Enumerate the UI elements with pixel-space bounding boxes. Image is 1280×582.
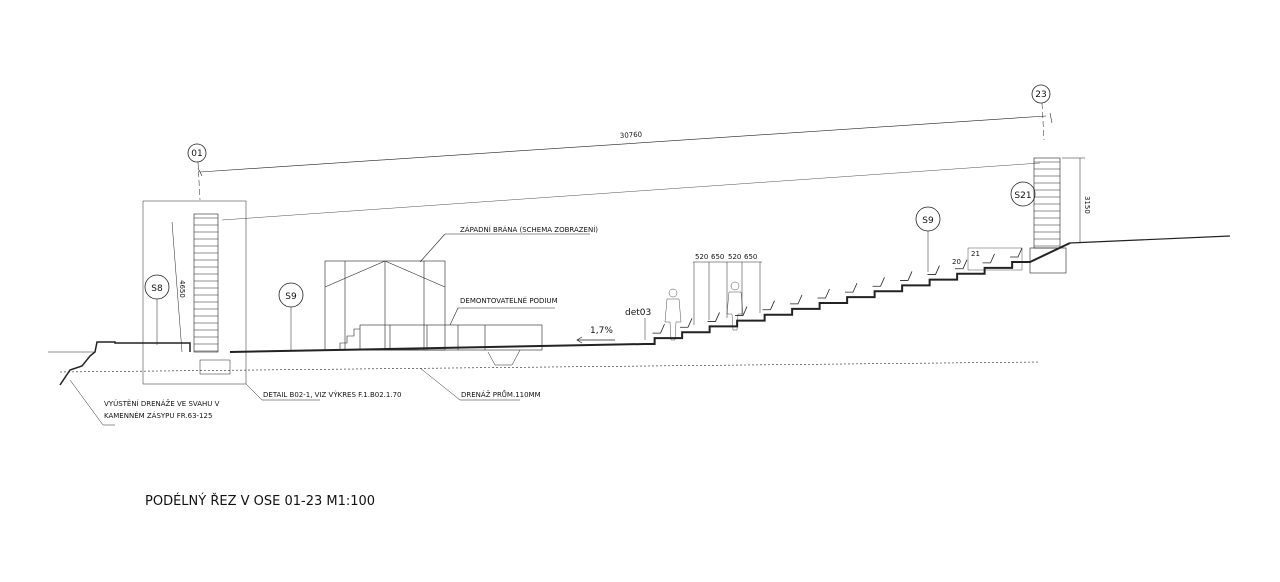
s9-right-label: S9 xyxy=(922,216,934,226)
seat xyxy=(982,253,995,264)
outlet-note-line2: KAMENNÉM ZÁSYPU FR.63-125 xyxy=(104,411,212,420)
seat xyxy=(652,323,665,334)
dim-520-b: 520 xyxy=(728,253,741,261)
s21-label: S21 xyxy=(1014,191,1031,201)
seat xyxy=(1010,247,1023,258)
axis-label-01: 01 xyxy=(191,149,202,159)
terrain-profile xyxy=(48,235,1231,386)
seat xyxy=(707,312,720,322)
seat xyxy=(900,271,913,281)
dim-650-a: 650 xyxy=(711,253,724,261)
west-gate-schema xyxy=(324,233,590,351)
pillar-left xyxy=(193,213,219,353)
seat xyxy=(790,294,803,305)
drain-line xyxy=(59,361,1041,373)
height-dimension-left: 4650 xyxy=(178,280,186,298)
drawing-title: PODÉLNÝ ŘEZ V OSE 01-23 M1:100 xyxy=(145,493,375,509)
pillar-right xyxy=(1029,157,1067,274)
section-marker-s21: S21 xyxy=(1010,181,1036,207)
height-dimension-right: 3150 xyxy=(1083,196,1091,214)
s8-label: S8 xyxy=(151,284,163,294)
row-number-20: 20 xyxy=(952,258,961,266)
row-number-21: 21 xyxy=(971,250,980,258)
overall-dimension: 30760 xyxy=(197,112,1053,221)
seat xyxy=(927,265,940,275)
section-marker-s8: S8 xyxy=(144,274,170,345)
detail-ref-det03: det03 xyxy=(625,308,651,318)
axis-23: 23 xyxy=(1031,84,1051,141)
outlet-note-line1: VYÚSTĚNÍ DRENÁŽE VE SVAHU V xyxy=(104,399,220,408)
seat xyxy=(817,288,830,299)
seat xyxy=(955,259,968,270)
dim-650-b: 650 xyxy=(744,253,757,261)
dim-520-a: 520 xyxy=(695,253,708,261)
human-figures xyxy=(664,281,744,341)
gate-label: ZÁPADNÍ BRÁNA (SCHEMA ZOBRAZENÍ) xyxy=(460,225,598,234)
seat xyxy=(762,300,775,311)
stair-dimensions: 520 650 520 650 xyxy=(693,253,762,325)
seat xyxy=(845,282,858,293)
slope-label: 1,7% xyxy=(590,326,613,336)
axis-label-23: 23 xyxy=(1035,90,1046,100)
seat xyxy=(872,277,885,287)
section-marker-s9-left: S9 xyxy=(278,282,304,350)
seat xyxy=(735,306,748,316)
axis-01: 01 xyxy=(187,143,207,201)
overall-dimension-label: 30760 xyxy=(620,131,643,140)
detail-frame-left xyxy=(142,200,247,385)
section-marker-s9-right: S9 xyxy=(915,206,941,272)
drain-note: DRENÁŽ PRŮM.110MM xyxy=(461,390,541,399)
detail-b02-note: DETAIL B02-1, VIZ VÝKRES F.1.B02.1.70 xyxy=(263,390,401,399)
seat xyxy=(680,318,693,328)
s9-left-label: S9 xyxy=(285,292,297,302)
demountable-podium xyxy=(330,307,555,351)
podium-label: DEMONTOVATELNÉ PODIUM xyxy=(460,296,558,305)
